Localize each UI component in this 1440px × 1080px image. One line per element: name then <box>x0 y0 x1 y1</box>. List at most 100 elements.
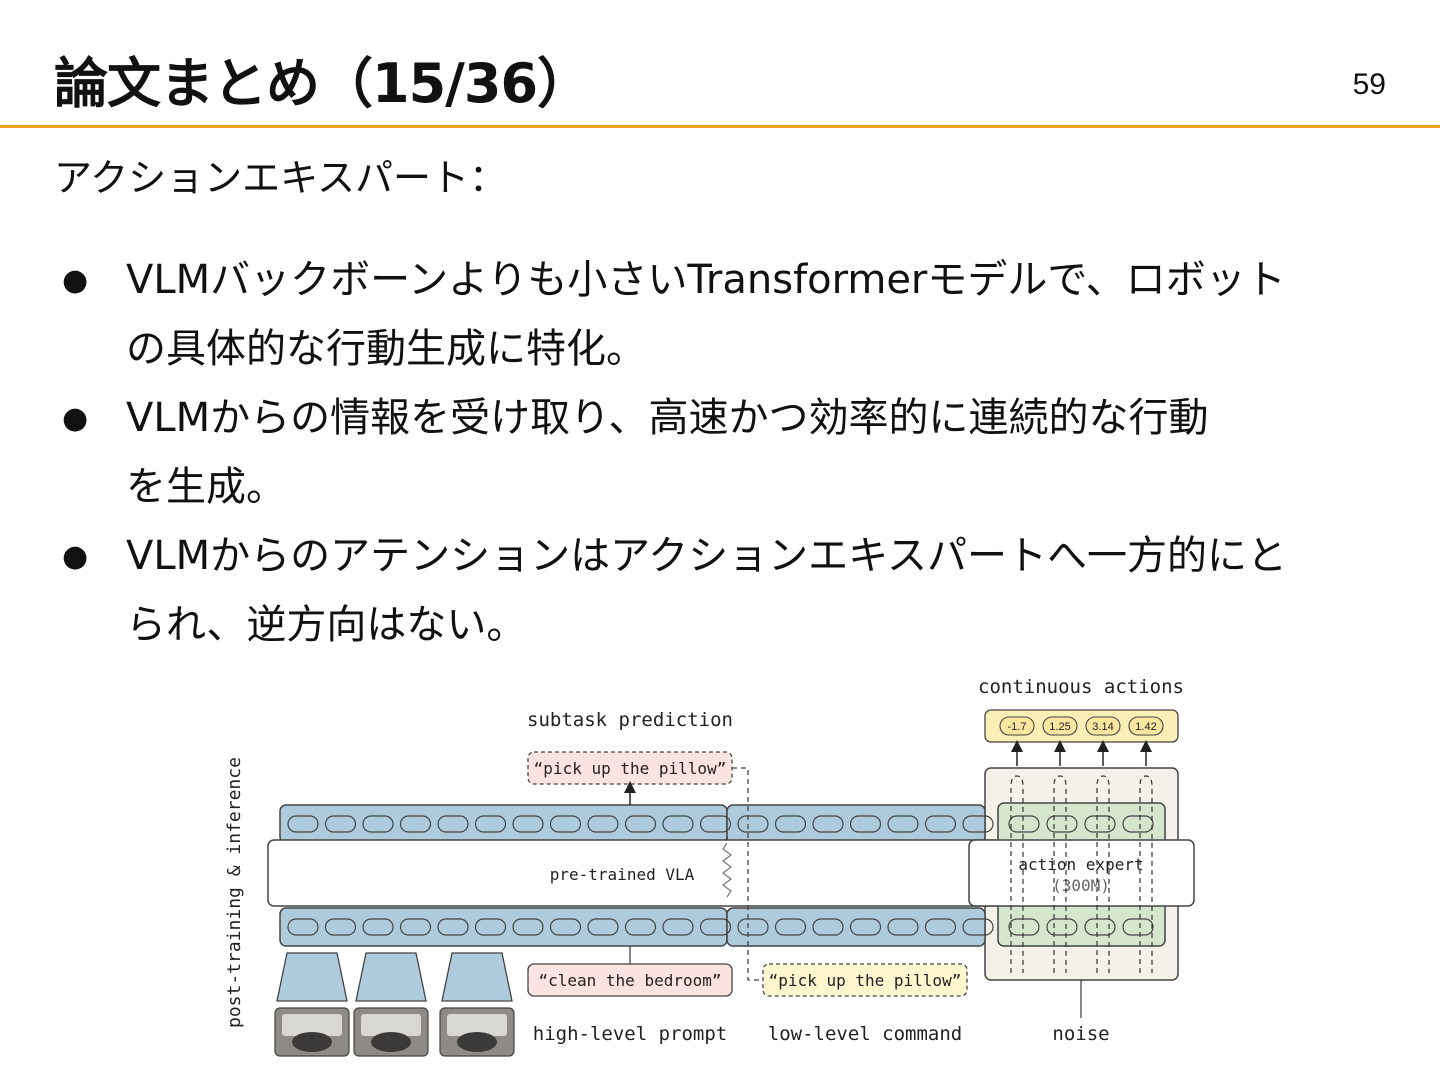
camera-image-detail <box>457 1032 497 1052</box>
action-values-box <box>984 709 1179 743</box>
bullet-line: の具体的な行動生成に特化。 <box>126 326 646 372</box>
output-token <box>662 815 694 833</box>
output-token <box>924 815 957 833</box>
camera-image-detail <box>447 1014 507 1036</box>
bullet-line: VLMからの情報を受け取り、高速かつ効率的に連続的な行動 <box>126 395 1209 441</box>
output-token <box>587 815 619 833</box>
input-token <box>549 918 582 936</box>
subtask-output: “pick up the pillow” <box>534 759 727 778</box>
action-value: 1.42 <box>1135 721 1156 733</box>
bullet-dot-icon: ● <box>62 539 89 574</box>
vla-bottom-token-strip <box>279 907 728 947</box>
bullet-line: VLMバックボーンよりも小さいTransformerモデルで、ロボット <box>126 257 1286 303</box>
expert-token <box>1008 815 1040 833</box>
output-token <box>624 815 657 833</box>
input-token <box>624 918 657 936</box>
low-level-command-text: “pick up the pillow” <box>769 971 962 990</box>
input-token <box>362 918 394 936</box>
high-level-prompt-box <box>527 963 733 997</box>
camera-image-detail <box>292 1032 332 1052</box>
slide-title: 論文まとめ（15/36） <box>54 52 591 115</box>
architecture-diagram: post-training & inference pre-trained VL… <box>210 668 1210 1068</box>
noise-label: noise <box>1052 1023 1109 1045</box>
vla-bottom-token-strip-right <box>726 907 986 947</box>
bullet-line: を生成。 <box>126 464 286 510</box>
action-value-pill <box>1042 716 1078 736</box>
token-group <box>287 815 1154 936</box>
action-value: 3.14 <box>1092 721 1113 733</box>
input-token <box>699 918 732 936</box>
camera-image-detail <box>282 1014 342 1036</box>
expert-token <box>1046 918 1078 936</box>
output-token <box>774 815 807 833</box>
output-token <box>512 815 544 833</box>
action-value: -1.7 <box>1008 721 1027 733</box>
bullet-item: ● VLMからの情報を受け取り、高速かつ効率的に連続的な行動 を生成。 <box>54 384 1394 522</box>
input-token <box>662 918 694 936</box>
action-value-pill <box>1128 716 1164 736</box>
expert-token <box>1046 815 1078 833</box>
expert-token <box>1122 918 1154 936</box>
image-encoder <box>355 952 427 1002</box>
section-heading: アクションエキスパート： <box>54 156 507 200</box>
attention-separator <box>722 842 732 898</box>
vla-label: pre-trained VLA <box>550 865 695 884</box>
continuous-actions-label: continuous actions <box>978 676 1184 698</box>
denoising-loop <box>1010 775 1024 973</box>
action-expert-label-box <box>968 839 1195 907</box>
bullet-line: られ、逆方向はない。 <box>126 602 527 648</box>
side-label: post-training & inference <box>224 757 245 1028</box>
input-token <box>812 918 844 936</box>
page-number: 59 <box>1352 68 1386 101</box>
output-token <box>549 815 582 833</box>
input-token <box>774 918 807 936</box>
bullet-list: ● VLMバックボーンよりも小さいTransformerモデルで、ロボット の具… <box>54 246 1394 660</box>
output-token <box>437 815 469 833</box>
input-token <box>737 918 769 936</box>
bullet-line: VLMからのアテンションはアクションエキスパートへ一方的にと <box>126 533 1287 579</box>
high-level-prompt-label: high-level prompt <box>533 1023 727 1045</box>
output-token <box>362 815 394 833</box>
camera-image-detail <box>371 1032 411 1052</box>
expert-token <box>1008 918 1040 936</box>
subtask-feedback-line <box>732 767 763 981</box>
image-encoder <box>441 952 513 1002</box>
title-divider <box>0 125 1440 128</box>
output-token <box>737 815 769 833</box>
action-value-pill <box>999 716 1035 736</box>
action-value: 1.25 <box>1049 721 1070 733</box>
input-token <box>849 918 882 936</box>
bullet-item: ● VLMバックボーンよりも小さいTransformerモデルで、ロボット の具… <box>54 246 1394 384</box>
low-level-command-box <box>762 963 968 997</box>
input-token <box>587 918 619 936</box>
input-token <box>324 918 357 936</box>
output-token <box>324 815 357 833</box>
bullet-dot-icon: ● <box>62 401 89 436</box>
expert-token <box>1084 815 1116 833</box>
output-token <box>962 815 994 833</box>
subtask-label: subtask prediction <box>527 709 733 731</box>
denoising-loop <box>1139 775 1153 973</box>
expert-token <box>1122 815 1154 833</box>
denoising-loop <box>1053 775 1067 973</box>
denoising-loop <box>1096 775 1110 973</box>
action-value-pill <box>1085 716 1121 736</box>
output-token <box>287 815 319 833</box>
input-token <box>287 918 319 936</box>
output-token <box>887 815 919 833</box>
input-token <box>512 918 544 936</box>
image-encoder <box>276 952 348 1002</box>
input-token <box>924 918 957 936</box>
output-token <box>699 815 732 833</box>
high-level-prompt-text: “clean the bedroom” <box>538 971 721 990</box>
expert-token <box>1084 918 1116 936</box>
input-token <box>887 918 919 936</box>
input-token <box>437 918 469 936</box>
vla-top-token-strip-right <box>726 804 986 844</box>
vla-top-token-strip <box>279 804 728 844</box>
action-expert-size: (300M) <box>1052 876 1110 895</box>
input-token <box>962 918 994 936</box>
input-token <box>474 918 507 936</box>
output-token <box>812 815 844 833</box>
bullet-item: ● VLMからのアテンションはアクションエキスパートへ一方的にと られ、逆方向は… <box>54 522 1394 660</box>
